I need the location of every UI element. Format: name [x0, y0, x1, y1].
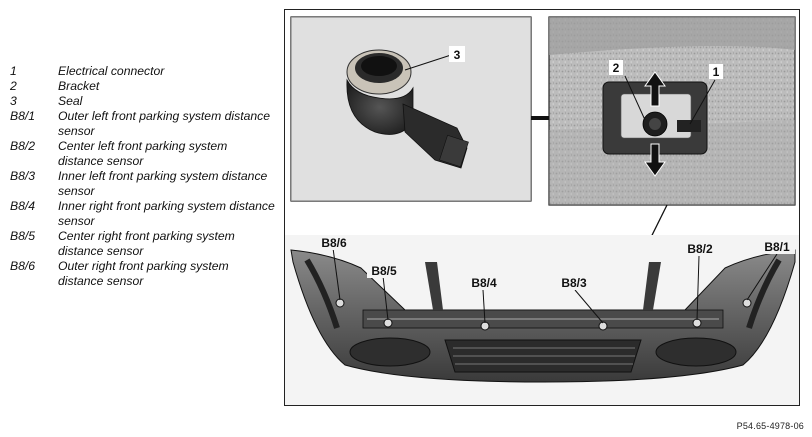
inset-bracket: 2 1	[548, 16, 796, 206]
legend-item-b8-2: B8/2 Center left front parking system di…	[10, 139, 275, 169]
legend-text: Outer right front parking system distanc…	[58, 259, 229, 288]
figure-frame: 3 2 1	[284, 9, 800, 406]
bumper-callouts: B8/6 B8/5 B8/4 B8/3 B8/2 B8/1	[317, 236, 795, 324]
callout-b8-1: B8/1	[764, 240, 790, 254]
callout-1: 1	[713, 65, 720, 79]
legend-code: B8/1	[10, 109, 36, 123]
figure-reference: P54.65-4978-06	[736, 421, 804, 431]
legend-text: Outer left front parking system distance…	[58, 109, 271, 138]
callout-b8-5: B8/5	[371, 264, 397, 278]
inset-sensor: 3	[290, 16, 532, 202]
legend-text: Center left front parking system distanc…	[58, 139, 228, 168]
legend-code: 3	[10, 94, 17, 108]
legend-text: Inner left front parking system distance…	[58, 169, 268, 198]
legend-text: Inner right front parking system distanc…	[58, 199, 275, 228]
legend-item-b8-1: B8/1 Outer left front parking system dis…	[10, 109, 275, 139]
legend-item-b8-6: B8/6 Outer right front parking system di…	[10, 259, 275, 289]
legend-code: B8/5	[10, 229, 36, 243]
callout-b8-6: B8/6	[321, 236, 347, 250]
legend: 1 Electrical connector 2 Bracket 3 Seal …	[10, 64, 275, 289]
callout-b8-3: B8/3	[561, 276, 587, 290]
legend-item-2: 2 Bracket	[10, 79, 275, 94]
legend-code: B8/6	[10, 259, 36, 273]
callout-2: 2	[613, 61, 620, 75]
legend-item-1: 1 Electrical connector	[10, 64, 275, 79]
legend-code: 2	[10, 79, 17, 93]
legend-code: B8/3	[10, 169, 36, 183]
legend-text: Bracket	[58, 79, 100, 93]
callout-3: 3	[454, 48, 461, 62]
legend-code: 1	[10, 64, 17, 78]
legend-code: B8/4	[10, 199, 36, 213]
legend-item-b8-5: B8/5 Center right front parking system d…	[10, 229, 275, 259]
legend-text: Seal	[58, 94, 83, 108]
callout-b8-4: B8/4	[471, 276, 497, 290]
legend-item-b8-4: B8/4 Inner right front parking system di…	[10, 199, 275, 229]
legend-text: Electrical connector	[58, 64, 165, 78]
legend-item-b8-3: B8/3 Inner left front parking system dis…	[10, 169, 275, 199]
callout-b8-2: B8/2	[687, 242, 713, 256]
legend-text: Center right front parking system distan…	[58, 229, 235, 258]
legend-code: B8/2	[10, 139, 36, 153]
bumper	[285, 235, 799, 405]
legend-item-3: 3 Seal	[10, 94, 275, 109]
bumper-illustration: 3 2 1	[285, 16, 799, 405]
